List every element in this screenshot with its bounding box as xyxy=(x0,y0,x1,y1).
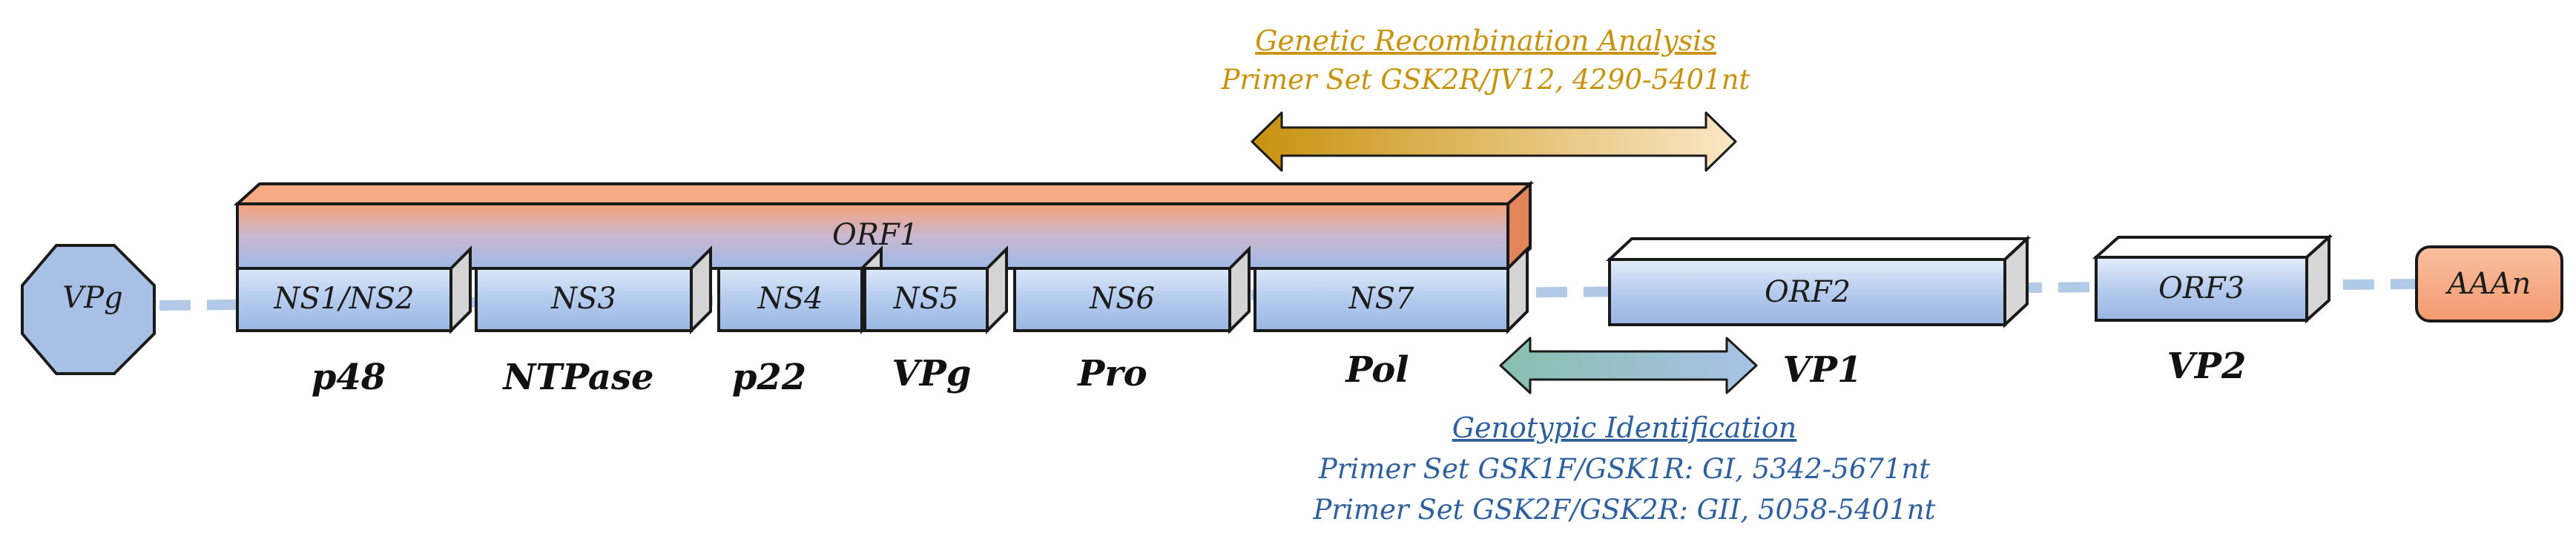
orf1-segment-front xyxy=(475,267,693,332)
orf1-label: ORF1 xyxy=(832,218,918,252)
orf1-segment-label: NS6 xyxy=(1089,282,1155,316)
vpg-octagon xyxy=(21,244,156,375)
vpg-cap-label: VPg xyxy=(62,281,122,315)
orf2-box-top xyxy=(1605,237,2032,261)
orf1-segment-label: NS7 xyxy=(1348,282,1414,316)
orf2-box-front xyxy=(1608,258,2006,326)
orf1-segment-front xyxy=(863,267,989,332)
orf1-segment-front xyxy=(236,267,452,332)
orf1-segment: NS6 xyxy=(1013,245,1251,334)
poly-a-tail: AAAn xyxy=(2415,245,2563,322)
orf1-segment-label: NS3 xyxy=(550,282,616,316)
orf1-segment-front xyxy=(1254,267,1509,332)
orf3-box: ORF3 xyxy=(2092,234,2333,324)
orf1-segment-label: NS1/NS2 xyxy=(273,282,414,316)
recombination-region-arrow xyxy=(1251,111,1737,172)
orf1-box-top xyxy=(233,182,1535,205)
recombination-primer: Primer Set GSK2R/JV12, 4290-5401nt xyxy=(1221,64,1750,96)
orf1-segment: NS1/NS2 xyxy=(236,245,472,334)
orf1-box: ORF1 xyxy=(233,180,1535,272)
genotypic-primer-gii: Primer Set GSK2F/GSK2R: GII, 5058-5401nt xyxy=(1313,494,1936,526)
protein-label-ntpase: NTPase xyxy=(501,357,653,398)
orf3-label: ORF3 xyxy=(2158,271,2244,305)
genotypic-title: Genotypic Identification xyxy=(1452,411,1797,444)
protein-label-vp2: VP2 xyxy=(2167,345,2247,387)
orf1-segment-label: NS5 xyxy=(893,282,959,316)
orf1-segment: NS5 xyxy=(863,245,1008,334)
protein-label-pro: Pro xyxy=(1076,353,1147,394)
orf3-box-front xyxy=(2095,256,2308,322)
protein-label-p22: p22 xyxy=(732,357,806,398)
recombination-title: Genetic Recombination Analysis xyxy=(1255,24,1716,57)
orf1-segment-front xyxy=(1013,267,1231,332)
orf2-label: ORF2 xyxy=(1765,275,1851,309)
orf1-segment: NS3 xyxy=(475,245,712,334)
protein-label-vpg: VPg xyxy=(892,353,972,394)
orf3-box-top xyxy=(2092,236,2333,259)
genotypic-primer-gi: Primer Set GSK1F/GSK1R: GI, 5342-5671nt xyxy=(1318,453,1930,485)
vpg-cap: VPg xyxy=(21,244,156,375)
orf1-segment: NS7 xyxy=(1254,245,1529,334)
orf1-segment-front xyxy=(717,267,863,332)
protein-label-p48: p48 xyxy=(312,357,386,398)
poly-a-box xyxy=(2415,245,2563,322)
genotypic-region-arrow xyxy=(1499,337,1758,394)
orf1-segment-label: NS4 xyxy=(757,282,823,316)
protein-label-vp1: VP1 xyxy=(1783,349,1862,391)
orf1-segments: NS1/NS2 NS3 NS4 NS5 NS6 NS7 xyxy=(236,245,1529,334)
poly-a-label: AAAn xyxy=(2445,267,2531,301)
protein-label-pol: Pol xyxy=(1344,349,1409,391)
orf2-box: ORF2 xyxy=(1605,235,2032,328)
